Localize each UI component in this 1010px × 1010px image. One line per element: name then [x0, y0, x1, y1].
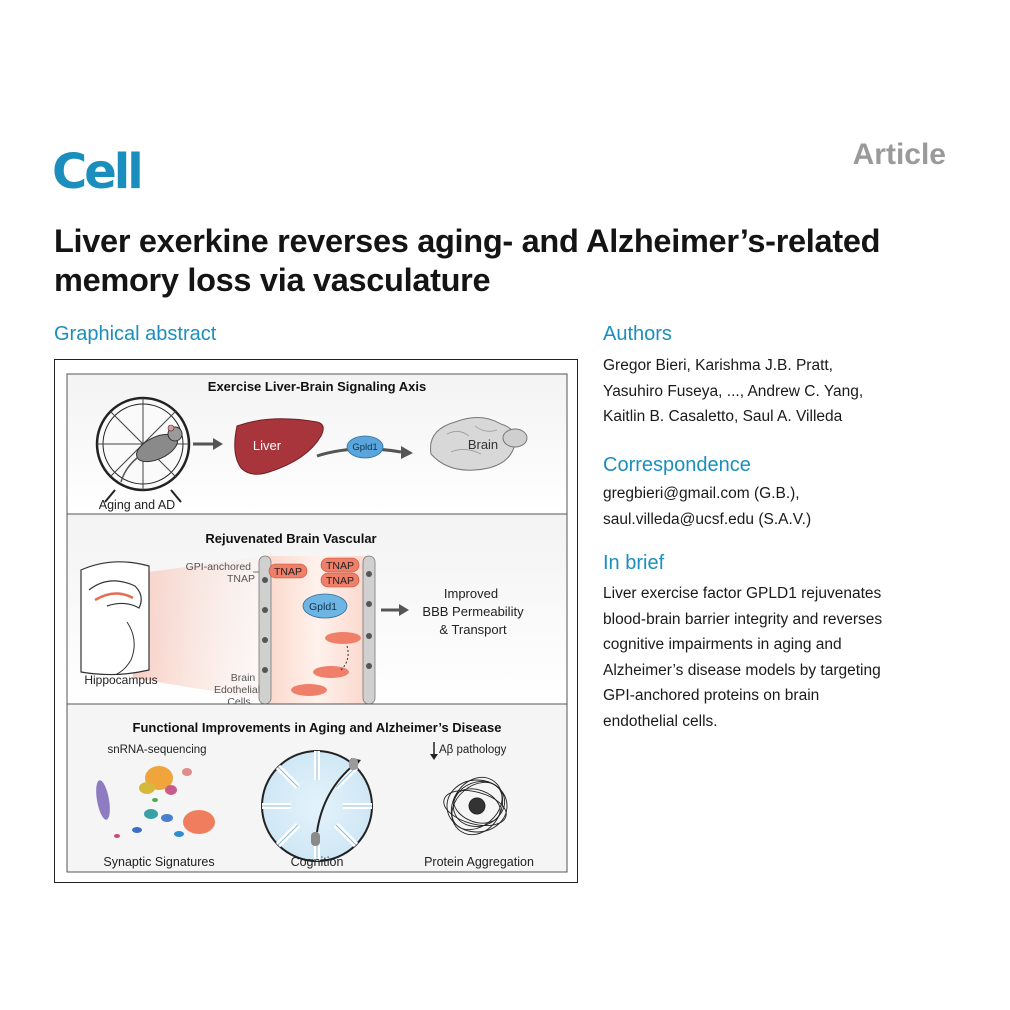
in-brief-line: GPI-anchored proteins on brain [603, 687, 820, 704]
in-brief-line: endothelial cells. [603, 712, 718, 730]
in-brief-heading: In brief [603, 552, 665, 574]
authors-list: Gregor Bieri, Karishma J.B. Pratt, Yasuh… [603, 353, 963, 430]
gpld1-protein [346, 435, 384, 459]
authors-line-3: Kaitlin B. Casaletto, Saul A. Villeda [603, 408, 843, 425]
panel-brain-vascular: Rejuvenated Brain Vascular Hippocampus G… [66, 513, 568, 708]
panel2-title: Rejuvenated Brain Vascular [205, 531, 376, 546]
umap-plot-illustration [96, 766, 215, 838]
tnap-label-1: TNAP [274, 566, 302, 578]
in-brief-line: Liver exercise factor GPLD1 rejuvenates [603, 585, 882, 602]
protein-aggregation-label: Protein Aggregation [424, 855, 534, 869]
outcome-line-1: Improved [444, 586, 498, 601]
in-brief-line: cognitive impairments in aging and [603, 636, 842, 653]
correspondence-heading: Correspondence [603, 454, 751, 476]
liver-illustration [234, 418, 324, 475]
authors-heading: Authors [603, 323, 672, 345]
abeta-pathology-label: Aβ pathology [439, 744, 507, 756]
in-brief-line: blood-brain barrier integrity and revers… [603, 610, 883, 628]
snrna-label: snRNA-sequencing [107, 744, 206, 756]
gpld1-vessel-label: Gpld1 [309, 601, 337, 613]
graphical-abstract-heading: Graphical abstract [54, 323, 217, 345]
outcome-line-3: & Transport [439, 622, 507, 637]
tnap-label-3: TNAP [326, 575, 354, 587]
in-brief-text: Liver exercise factor GPLD1 rejuvenates … [603, 581, 963, 734]
blood-vessel-illustration [258, 555, 376, 705]
liver-label: Liver [253, 438, 282, 453]
panel1-title: Exercise Liver-Brain Signaling Axis [208, 379, 426, 394]
gpi-anchored-label-2: TNAP [227, 573, 255, 585]
journal-logo: Cell [52, 144, 144, 200]
panel-functional-improvements: Functional Improvements in Aging and Alz… [66, 703, 568, 873]
in-brief-line: Alzheimer’s disease models by targeting [603, 661, 881, 679]
article-title: Liver exerkine reverses aging- and Alzhe… [54, 223, 881, 298]
hippocampus-illustration [80, 561, 150, 676]
article-type-label: Article [852, 138, 946, 171]
hippocampus-label: Hippocampus [84, 673, 157, 687]
running-wheel-mouse-illustration [95, 396, 191, 503]
graphical-abstract-figure: Exercise Liver-Brain Signaling Axis Agin… [54, 359, 578, 883]
panel-liver-brain-axis: Exercise Liver-Brain Signaling Axis Agin… [66, 373, 568, 515]
synaptic-signatures-label: Synaptic Signatures [103, 855, 214, 869]
outcome-line-2: BBB Permeability [422, 604, 524, 619]
panel3-title: Functional Improvements in Aging and Alz… [133, 720, 502, 735]
email-link-2[interactable]: saul.villeda@ucsf.edu (S.A.V.) [603, 510, 812, 528]
brain-illustration [430, 417, 528, 471]
email-link-1[interactable]: gregbieri@gmail.com (G.B.), [603, 485, 800, 502]
authors-line-2: Yasuhiro Fuseya, ..., Andrew C. Yang, [603, 382, 864, 400]
gpld1-label: Gpld1 [352, 442, 377, 453]
cognition-maze-illustration [261, 750, 373, 862]
endothelial-label-1: Brain [231, 672, 256, 684]
brain-label: Brain [468, 437, 498, 452]
authors-line-1: Gregor Bieri, Karishma J.B. Pratt, [603, 357, 833, 374]
protein-aggregate-illustration [443, 776, 508, 836]
cognition-label: Cognition [291, 855, 344, 869]
correspondence-emails: gregbieri@gmail.com (G.B.), saul.villeda… [603, 481, 963, 532]
gpi-anchored-label: GPI-anchored [186, 561, 252, 573]
tnap-label-2: TNAP [326, 560, 354, 572]
endothelial-label-2: Edothelial [214, 684, 260, 696]
aging-ad-label: Aging and AD [99, 498, 175, 512]
